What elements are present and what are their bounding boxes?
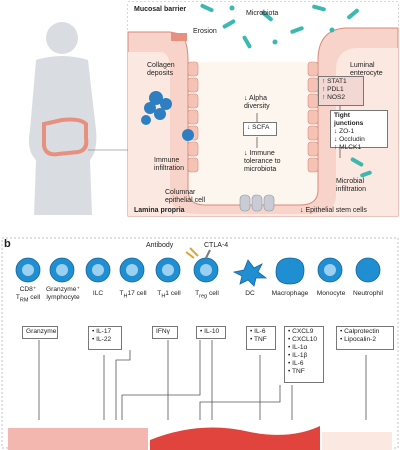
collagen-cluster [141,91,194,141]
antibody-label: Antibody [146,242,174,249]
cell-name-granzyme: Granzyme⁺lymphocyte [46,286,80,301]
panel-b-label: b [4,238,11,250]
erosion-label: Erosion [193,28,217,35]
cell-name-neutrophil: Neutrophil [352,290,384,297]
ifng-box: IFNγ [152,326,178,339]
cell-name-th17: TH17 cell [119,290,147,300]
epithelial-stem-label: ↓ Epithelial stem cells [300,207,367,214]
scfa-box: ↓ SCFA [243,122,277,136]
colon-shape [42,117,89,157]
calprotectin-box: • Calprotectin• Lipocalin-2 [336,326,394,350]
erosion-mark [171,33,187,41]
epithelial-columns [187,61,319,173]
cell-name-cd8: CD8⁺TRM cell [15,286,41,303]
cxcl-box: • CXCL9• CXCL10• IL-1α • IL-1β• IL-6• TN… [284,326,324,383]
cell-name-th1: TH1 cell [157,290,181,300]
cell-name-treg: Treg cell [195,290,219,300]
il6-box: • IL-6• TNF [246,326,276,350]
granzyme-box: Granzyme [22,326,58,339]
bottom-tissue [8,426,392,450]
il17-box: • IL-17• IL-22 [88,326,122,350]
flow-lines [38,340,367,420]
body-silhouette [28,22,97,215]
mucosal-barrier-label: Mucosal barrier [134,6,187,13]
cell-name-monocyte: Monocyte [316,290,346,297]
cell-name-dc: DC [245,290,255,297]
microbiota-label: Microbiota [246,10,279,17]
stat-box: ↑ STAT1↑ PDL1↑ NOS2 [318,76,364,106]
microbiota-cluster [200,3,372,178]
epithelium-layer [127,27,399,217]
ctla4-label: CTLA-4 [204,242,229,249]
stem-cells [239,194,275,212]
cell-name-ilc: ILC [92,290,104,297]
lamina-propria-label: Lamina propria [134,207,185,214]
il10-box: • IL-10 [196,326,226,339]
cell-name-macrophage: Macrophage [271,290,309,297]
